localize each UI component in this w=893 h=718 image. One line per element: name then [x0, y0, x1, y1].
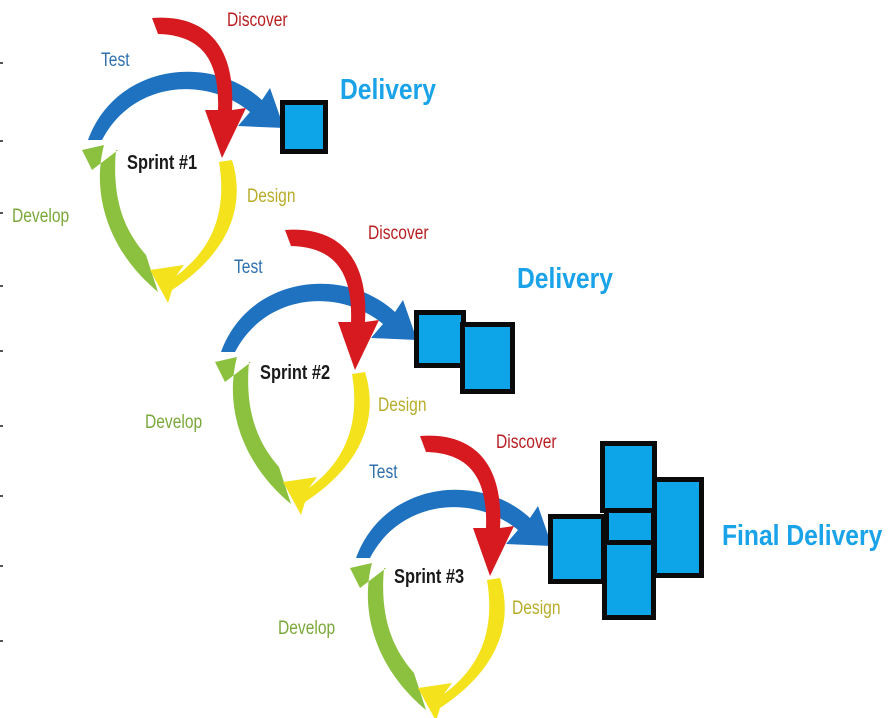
sprint-label: Sprint #2 [260, 362, 331, 384]
phase-label-develop: Develop [145, 412, 203, 433]
discover-arrow [420, 435, 514, 576]
phase-label-discover: Discover [368, 223, 429, 244]
phase-label-develop: Develop [12, 206, 70, 227]
sprint-label: Sprint #1 [127, 152, 198, 174]
develop-arrow [215, 357, 291, 504]
edge-tick [0, 140, 3, 142]
sprint-label: Sprint #3 [394, 566, 465, 588]
phase-label-design: Design [247, 186, 296, 207]
delivery-label-final: Final Delivery [722, 520, 883, 552]
phase-label-test: Test [234, 257, 263, 278]
delivery-block [460, 322, 515, 394]
phase-label-test: Test [369, 462, 398, 483]
cycle-arrows-3 [350, 435, 552, 718]
delivery-block [414, 310, 466, 368]
design-arrow [283, 372, 370, 515]
phase-label-design: Design [378, 395, 427, 416]
edge-tick [0, 565, 3, 567]
sprint-cycle-3: Test Discover Design Develop Sprint #3 [268, 418, 598, 718]
delivery-block [548, 514, 606, 584]
edge-tick [0, 425, 3, 427]
discover-arrow [152, 17, 246, 159]
edge-tick [0, 212, 3, 214]
left-edge-ticks [0, 0, 3, 717]
sprint-cycle-2: Test Discover Design Develop Sprint #2 [133, 212, 463, 515]
edge-tick [0, 350, 3, 352]
discover-arrow [285, 229, 379, 370]
sprint-cycle-1: Test Discover Design Develop Sprint #1 [0, 0, 330, 303]
cycle-arrows-1 [82, 17, 284, 303]
test-arrow [356, 489, 552, 558]
delivery-label-1: Delivery [340, 74, 436, 106]
delivery-block [652, 477, 704, 578]
test-arrow [88, 71, 284, 140]
delivery-block [280, 100, 328, 154]
edge-tick [0, 495, 3, 497]
phase-label-discover: Discover [496, 432, 557, 453]
cycle-arrows-2 [215, 229, 417, 515]
edge-tick [0, 285, 3, 287]
phase-label-discover: Discover [227, 10, 288, 31]
phase-label-design: Design [512, 598, 561, 619]
edge-tick [0, 640, 3, 642]
develop-arrow [350, 563, 426, 710]
develop-arrow [82, 145, 158, 292]
edge-tick [0, 62, 3, 64]
delivery-block [602, 540, 656, 620]
design-arrow [418, 578, 505, 718]
delivery-block [600, 441, 657, 513]
test-arrow [221, 283, 417, 352]
phase-label-develop: Develop [278, 618, 336, 639]
phase-label-test: Test [101, 50, 130, 71]
delivery-label-2: Delivery [517, 263, 613, 295]
design-arrow [150, 160, 237, 303]
